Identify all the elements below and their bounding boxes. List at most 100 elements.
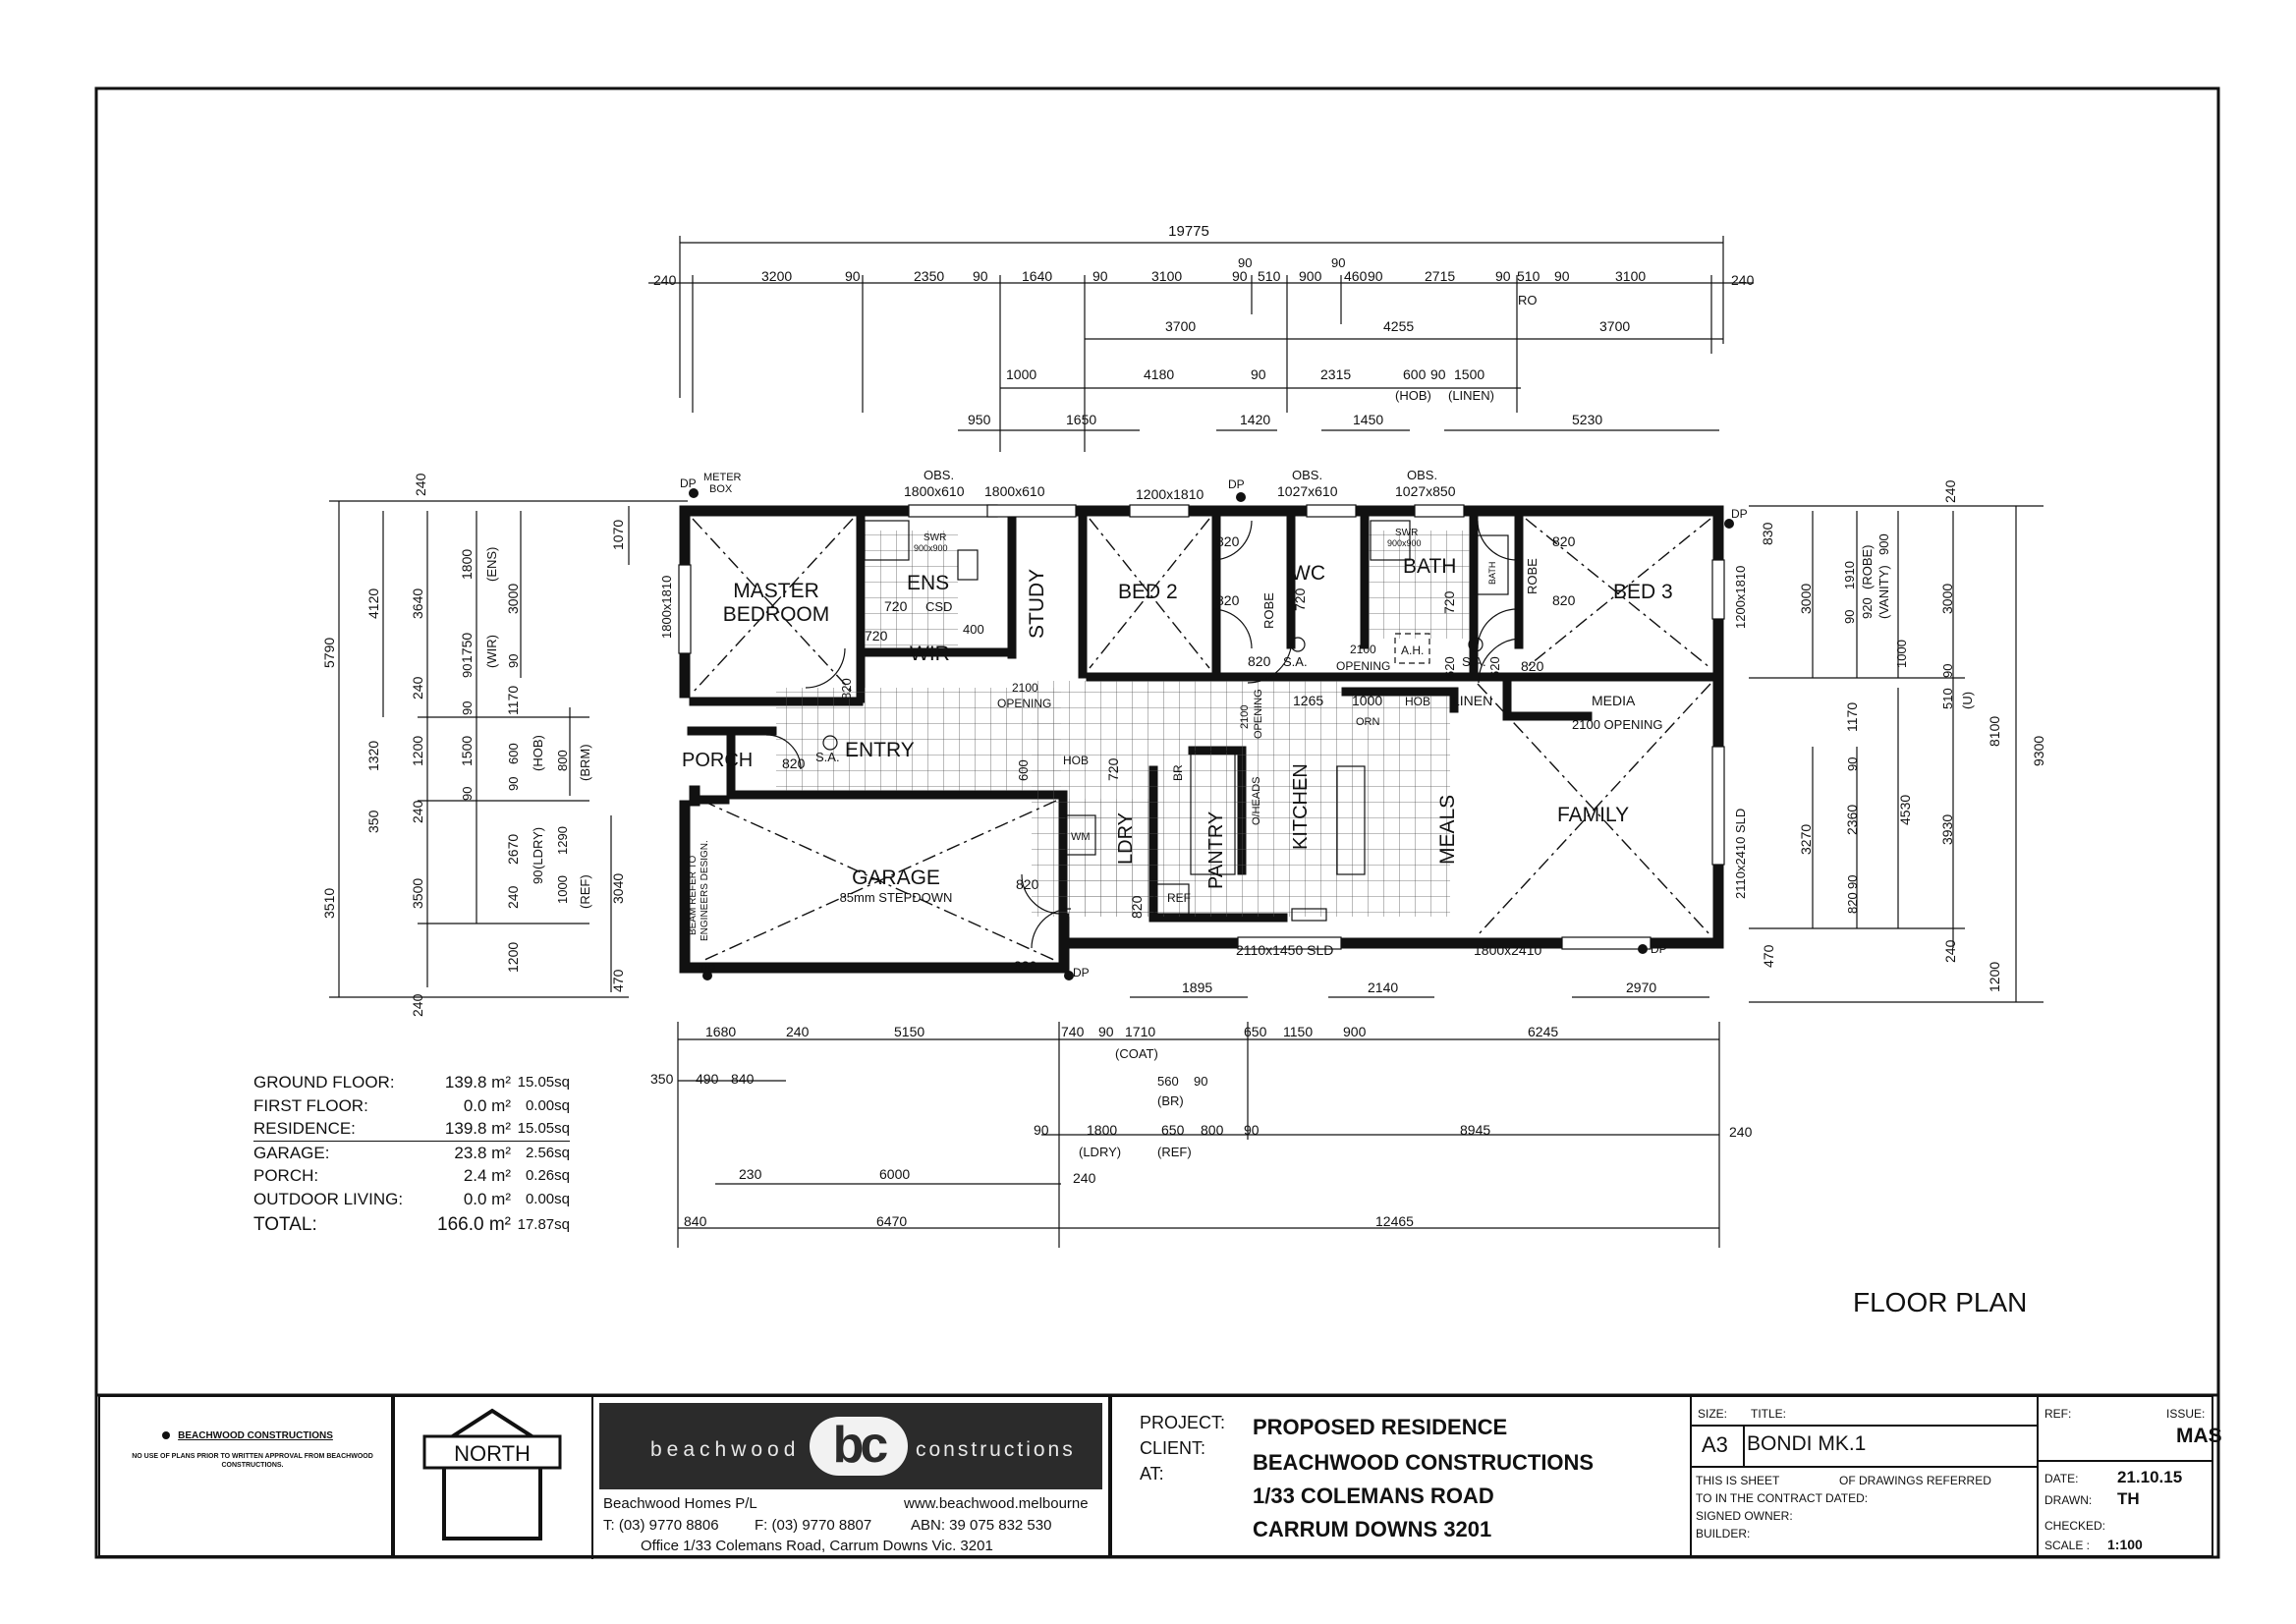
north-arrow-icon: NORTH <box>422 1408 562 1540</box>
dim-top-r1-90b: 90 <box>1331 255 1345 270</box>
dim-bottom-r1-2: 5150 <box>894 1024 924 1039</box>
obs-label-3: OBS. <box>1407 468 1437 482</box>
svg-text:NORTH: NORTH <box>454 1441 531 1466</box>
door-820-porch: 820 <box>782 756 806 771</box>
dim-top-r3-1: 4180 <box>1144 366 1174 382</box>
robe-label-bed3: ROBE <box>1525 558 1540 594</box>
dim-left-240d: 240 <box>505 885 521 909</box>
dim-bottom-r3-5: 8945 <box>1460 1122 1490 1138</box>
window-1800x610-a: 1800x610 <box>904 483 965 499</box>
dim-right-3000b: 3000 <box>1939 584 1955 614</box>
dim-right-u: (U) <box>1960 692 1975 709</box>
dim-top-r1-12: 90 <box>1368 268 1383 284</box>
brand-box: beachwood bc constructions Beachwood Hom… <box>591 1397 1112 1559</box>
dim-left-1750: 1750 <box>459 633 475 663</box>
dim-right-240: 240 <box>1942 939 1958 963</box>
door-820-garage-b: 820 <box>1014 958 1037 974</box>
master-bedroom-label: MASTER <box>733 580 819 602</box>
swr-size-ens: 900x900 <box>914 543 948 553</box>
dim-bottom-r1-9: 6245 <box>1528 1024 1558 1039</box>
dim-left-240e: 240 <box>410 993 425 1017</box>
dim-bottom-r4-0: 230 <box>739 1166 762 1182</box>
dim-left-350: 350 <box>365 810 381 833</box>
title-block-copyright: BEACHWOOD CONSTRUCTIONS NO USE OF PLANS … <box>98 1395 393 1557</box>
dim-top-r2-2: 3700 <box>1599 318 1630 334</box>
ref-label: REF: <box>2044 1407 2072 1421</box>
dp-top-left: DP <box>680 476 697 490</box>
window-1200x1810-b: 1200x1810 <box>1733 566 1748 629</box>
ens-label: ENS <box>907 572 949 594</box>
dim-bottom-r2-1: 490 <box>696 1071 719 1087</box>
dim-bottom-r2-0: 350 <box>650 1071 674 1087</box>
company-website[interactable]: www.beachwood.melbourne <box>904 1495 1089 1512</box>
hob-label-ldry: HOB <box>1063 754 1089 767</box>
dim-left-2670: 2670 <box>505 834 521 865</box>
robe-label-bed2: ROBE <box>1261 592 1276 629</box>
dim-top-r1-17: 3100 <box>1615 268 1646 284</box>
dim-right-3270: 3270 <box>1798 824 1814 855</box>
opening-family: 2100 OPENING <box>1572 717 1663 732</box>
beam-note-1: BEAM REFER TO <box>688 855 699 935</box>
dim-right-1170: 1170 <box>1844 702 1860 732</box>
dim-top-r3-3: 2315 <box>1320 366 1351 382</box>
dim-right-1000: 1000 <box>1894 640 1909 668</box>
dim-top-r3-2: 90 <box>1251 366 1266 382</box>
dim-1000-hall: 1000 <box>1352 693 1382 708</box>
dim-top-overall: 19775 <box>1168 223 1209 240</box>
client-value: BEACHWOOD CONSTRUCTIONS <box>1253 1450 1595 1475</box>
dim-left-1000: 1000 <box>555 875 570 904</box>
size-label: SIZE: <box>1698 1407 1728 1421</box>
wc-label: WC <box>1291 562 1325 585</box>
dimension-lines <box>329 236 2044 1248</box>
door-820-garage: 820 <box>1016 876 1039 892</box>
dp-top-right: DP <box>1731 507 1748 521</box>
dim-bottom-r5-1: 6470 <box>876 1213 907 1229</box>
dim-bottom-r1-6: 650 <box>1244 1024 1267 1039</box>
fixtures <box>822 520 1509 922</box>
dim-right-vanity: (VANITY) <box>1876 565 1891 619</box>
dim-top-r1-16: 90 <box>1554 268 1570 284</box>
date-value: 21.10.15 <box>2117 1468 2183 1486</box>
meals-label: MEALS <box>1436 795 1459 865</box>
oheads-label: O/HEADS <box>1251 776 1262 825</box>
dim-top-r3-4: 600 <box>1403 366 1427 382</box>
dim-top-hob: (HOB) <box>1395 388 1431 403</box>
dim-left-1170: 1170 <box>505 686 521 715</box>
obs-label-1: OBS. <box>924 468 954 482</box>
dim-top-r1-13: 2715 <box>1425 268 1455 284</box>
date-label: DATE: <box>2044 1472 2079 1485</box>
dim-left-1800: 1800 <box>459 549 475 580</box>
dim-top-r1-14: 90 <box>1495 268 1511 284</box>
dim-bottom-ref: (REF) <box>1157 1145 1192 1159</box>
dim-left-240: 240 <box>413 473 428 496</box>
dim-bottom-r3-0: 90 <box>1034 1122 1049 1138</box>
dim-bottom-r5-2: 12465 <box>1375 1213 1414 1229</box>
address-line-2: CARRUM DOWNS 3201 <box>1253 1517 1492 1541</box>
ah-label: A.H. <box>1401 644 1424 657</box>
swr-label-ens: SWR <box>924 532 946 543</box>
window-1027x850: 1027x850 <box>1395 483 1456 499</box>
dim-top-linen: (LINEN) <box>1448 388 1494 403</box>
dim-left-hob: (HOB) <box>531 735 545 771</box>
issue-value: MAS <box>2176 1425 2222 1447</box>
dim-right-9300: 9300 <box>2031 736 2046 766</box>
copyright-title: BEACHWOOD CONSTRUCTIONS <box>100 1430 395 1441</box>
dim-left-ens: (ENS) <box>484 547 499 582</box>
window-1800x610-b: 1800x610 <box>984 483 1045 499</box>
dim-right-3930: 3930 <box>1939 814 1955 845</box>
dim-top-r1-0: 240 <box>653 272 677 288</box>
sheet-border <box>94 86 2220 1559</box>
project-value: PROPOSED RESIDENCE <box>1253 1415 1508 1439</box>
dim-top-ro: RO <box>1518 293 1538 308</box>
porch-label: PORCH <box>682 750 753 771</box>
brand-wordmark-right: constructions <box>916 1438 1076 1461</box>
master-bedroom-label-2: BEDROOM <box>723 603 830 626</box>
sheet-line-1b: OF DRAWINGS REFERRED <box>1839 1474 1991 1487</box>
bottom-dimensions: 1895 2140 2970 1680 240 5150 740 90 1710… <box>650 980 1753 1229</box>
door-820-bath: 820 <box>1521 658 1544 674</box>
